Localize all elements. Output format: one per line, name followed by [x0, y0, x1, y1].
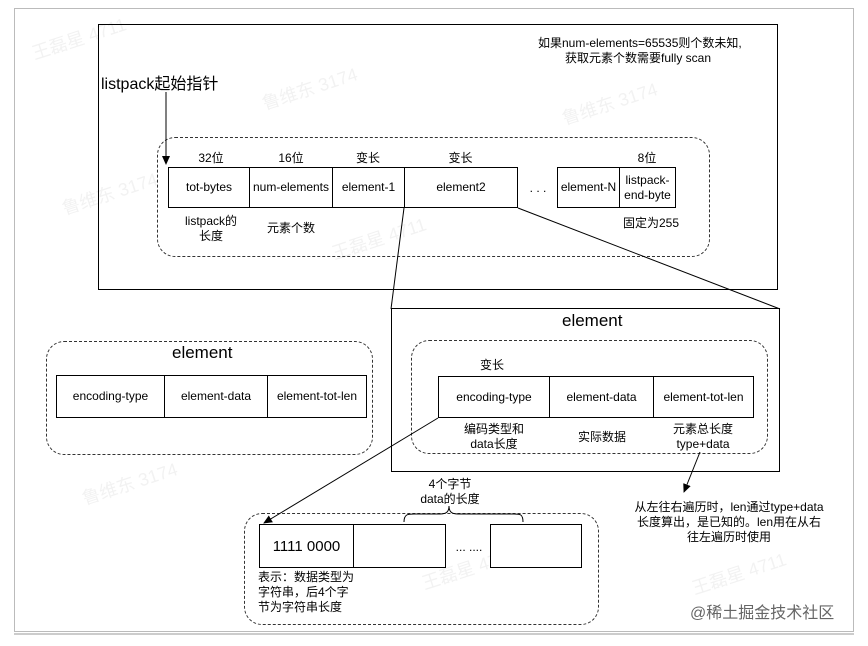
listpack-group [157, 137, 710, 257]
encoding-detail-desc: 表示：数据类型为字符串，后4个字节为字符串长度 [258, 570, 355, 614]
length-byte-cell [353, 524, 446, 568]
end-byte-desc: 固定为255 [622, 216, 680, 230]
detail-ellipsis: ... .... [455, 540, 483, 554]
right-element-title: element [562, 311, 623, 330]
element2-cell: element2 [404, 167, 518, 208]
right-element-data-cell: element-data [549, 376, 654, 418]
top-ellipsis: . . . [529, 181, 547, 195]
num-elements-cell: num-elements [249, 167, 333, 208]
right-element-group [411, 340, 768, 454]
left-element-title: element [172, 343, 233, 362]
right-encoding-type-cell: encoding-type [438, 376, 550, 418]
zoom-line-left [390, 207, 405, 310]
data-byte-cell [490, 524, 582, 568]
listpack-frame [98, 24, 778, 290]
traverse-note-arrow [683, 451, 701, 493]
element2-size: 变长 [448, 151, 473, 165]
left-encoding-type-cell: encoding-type [56, 375, 165, 418]
data-desc: 实际数据 [577, 430, 626, 444]
tot-bytes-size: 32位 [198, 151, 224, 165]
left-element-data-cell: element-data [164, 375, 268, 418]
data-length-brace [403, 505, 524, 523]
element-1-size: 变长 [355, 151, 380, 165]
num-elements-size: 16位 [278, 151, 304, 165]
site-watermark: @稀土掘金技术社区 [690, 605, 835, 622]
right-element-size: 变长 [480, 358, 505, 372]
left-element-group [46, 341, 373, 455]
right-element-tot-len-cell: element-tot-len [653, 376, 754, 418]
num-elements-desc: 元素个数 [266, 221, 315, 235]
num-elements-note: 如果num-elements=65535则个数未知,获取元素个数需要fully … [538, 36, 742, 65]
tot-bytes-desc: listpack的长度 [184, 214, 237, 243]
left-element-tot-len-cell: element-tot-len [267, 375, 367, 418]
zoom-line-right [517, 207, 781, 310]
listpack-pointer-label: listpack起始指针 [101, 76, 219, 93]
outer-frame [14, 8, 854, 632]
element-n-cell: element-N [557, 167, 620, 208]
end-byte-cell: listpack-end-byte [619, 167, 676, 208]
element-1-cell: element-1 [332, 167, 405, 208]
right-element-frame [391, 308, 780, 472]
tot-bytes-cell: tot-bytes [168, 167, 250, 208]
encoding-byte-cell: 1111 0000 [259, 524, 354, 568]
end-byte-size: 8位 [637, 151, 657, 165]
encoding-detail-arrow [263, 417, 439, 524]
